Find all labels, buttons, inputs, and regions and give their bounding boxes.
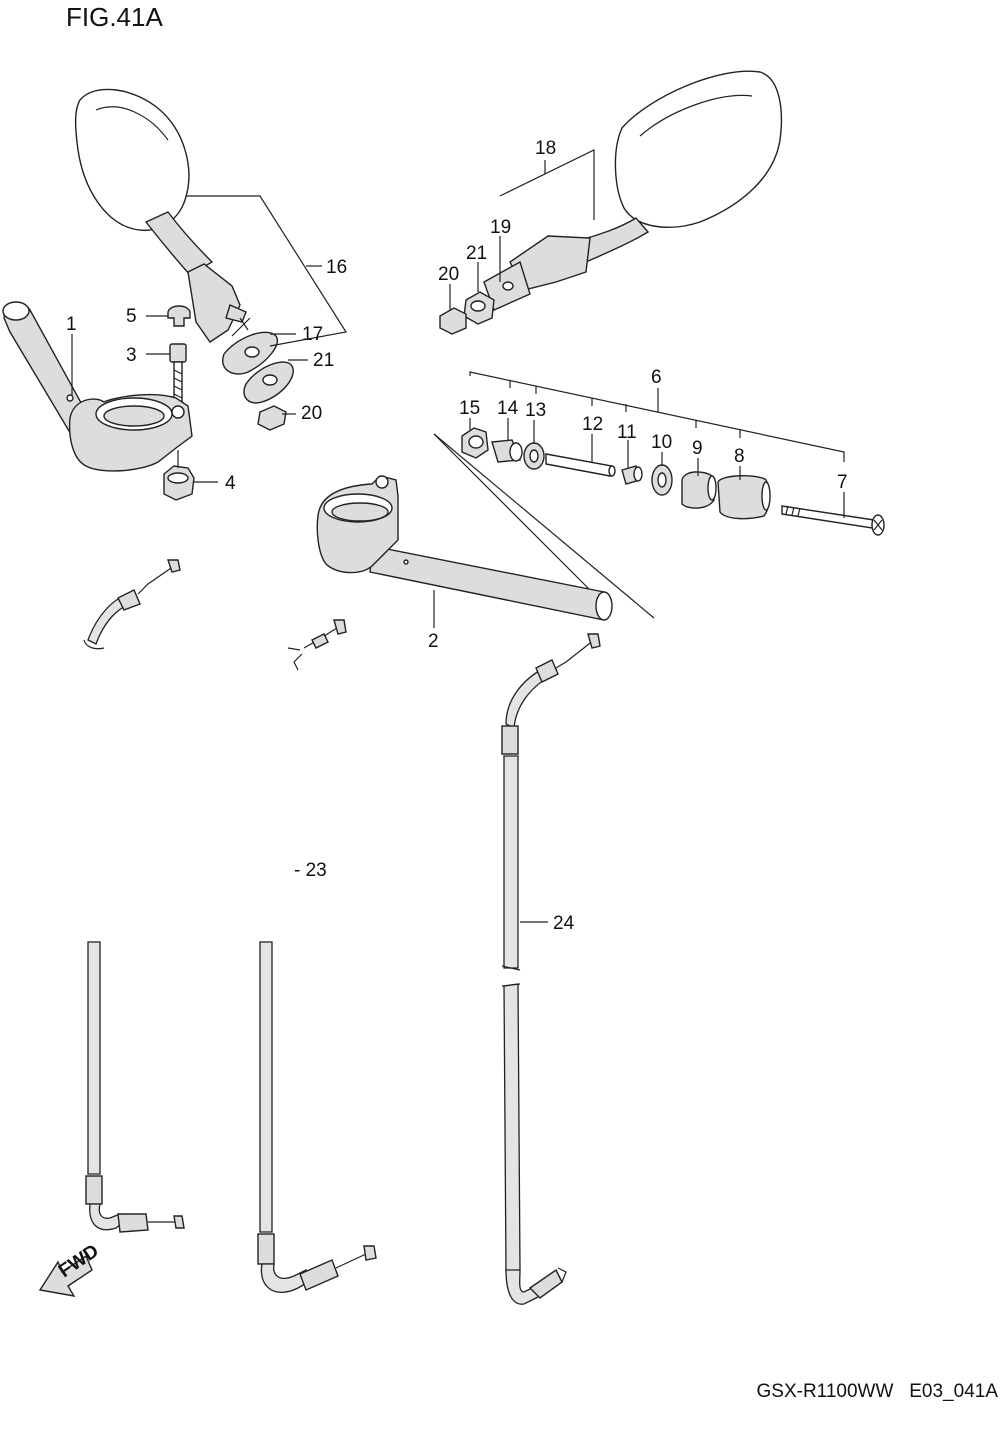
- footer-code: E03_041A: [909, 1381, 998, 1402]
- callout-10: 10: [651, 432, 672, 453]
- cable-upper-left: [83, 559, 181, 650]
- left-mirror-hardware: [222, 317, 294, 431]
- callout-24: 24: [553, 913, 575, 934]
- callout-12: 12: [582, 414, 603, 435]
- callout-21-right: 21: [466, 243, 487, 264]
- fwd-arrow-icon: FWD: [38, 1241, 103, 1297]
- callout-8: 8: [734, 446, 745, 467]
- callout-2: 2: [428, 631, 439, 652]
- callout-5: 5: [126, 306, 137, 327]
- cable-23-left: [85, 941, 185, 1233]
- callout-labels: 1 2 3 4 5 6 7 8 9 10 11 12 13 14 15 16 1…: [66, 138, 848, 934]
- callout-3: 3: [126, 345, 137, 366]
- cable-24: [501, 633, 601, 1305]
- left-mirror: [74, 88, 247, 343]
- right-handlebar-assembly: [316, 427, 885, 621]
- callout-4: 4: [225, 473, 236, 494]
- callout-14: 14: [497, 398, 519, 419]
- callout-11: 11: [617, 422, 637, 443]
- figure-footer: GSX-R1100WW E03_041A: [757, 1381, 999, 1403]
- callout-9: 9: [692, 438, 703, 459]
- cable-23-middle: [257, 941, 377, 1293]
- right-mirror-hardware: [439, 291, 495, 335]
- callout-18: 18: [535, 138, 556, 159]
- cable-middle-small: [287, 619, 347, 671]
- callout-15: 15: [459, 398, 480, 419]
- callout-6: 6: [651, 367, 662, 388]
- callout-19: 19: [490, 217, 511, 238]
- callout-13: 13: [525, 400, 546, 421]
- figure-title: FIG.41A: [66, 2, 163, 32]
- callout-20-right: 20: [438, 264, 459, 285]
- callout-16: 16: [326, 257, 347, 278]
- left-handlebar: [2, 301, 193, 472]
- callout-23: - 23: [294, 860, 327, 881]
- callout-20-left: 20: [301, 403, 322, 424]
- callout-7: 7: [837, 472, 848, 493]
- callout-17: 17: [302, 324, 323, 345]
- callout-1: 1: [66, 314, 77, 335]
- footer-model: GSX-R1100WW: [756, 1381, 894, 1402]
- fasteners-left: [163, 305, 195, 501]
- right-mirror: [483, 70, 783, 311]
- leader-lines: [71, 149, 845, 923]
- callout-21-left: 21: [313, 350, 334, 371]
